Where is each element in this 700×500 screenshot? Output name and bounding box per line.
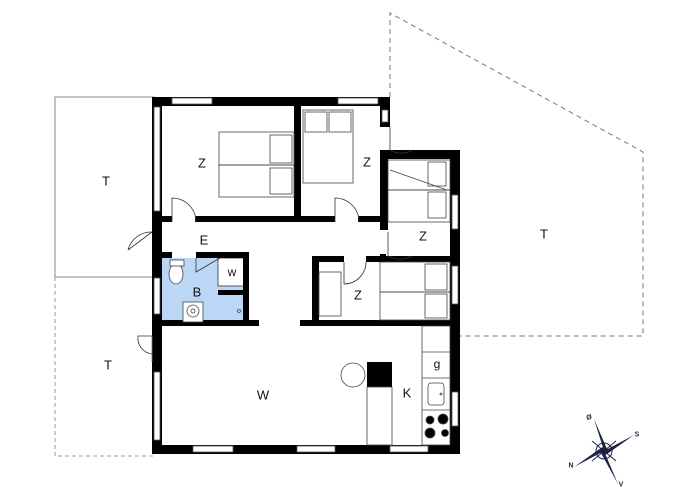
room-label-bedroom-2: Z xyxy=(363,154,371,170)
furniture xyxy=(168,109,451,446)
room-label-hall: E xyxy=(199,232,209,248)
room-label-washer: w xyxy=(227,265,237,279)
compass-label-east: Ø xyxy=(586,414,592,422)
room-label-bathroom: B xyxy=(192,284,202,300)
room-label-bedroom-3: Z xyxy=(419,228,427,244)
compass-icon xyxy=(574,419,634,484)
compass-label-south: S xyxy=(634,431,640,439)
room-label-terrace-sw: T xyxy=(104,357,112,373)
room-label-dishwasher: g xyxy=(433,357,441,371)
room-label-terrace-nw: T xyxy=(102,173,110,189)
compass-label-west: V xyxy=(618,481,624,489)
room-label-bedroom-1: Z xyxy=(198,155,206,171)
compass-label-north: N xyxy=(568,462,574,470)
room-label-living: W xyxy=(256,387,270,403)
doors xyxy=(127,127,414,362)
room-label-kitchen: K xyxy=(402,385,412,401)
room-label-bedroom-4: Z xyxy=(354,287,362,303)
terrace-outlines xyxy=(54,12,644,457)
windows xyxy=(153,97,459,453)
room-label-terrace-east: T xyxy=(540,226,548,242)
